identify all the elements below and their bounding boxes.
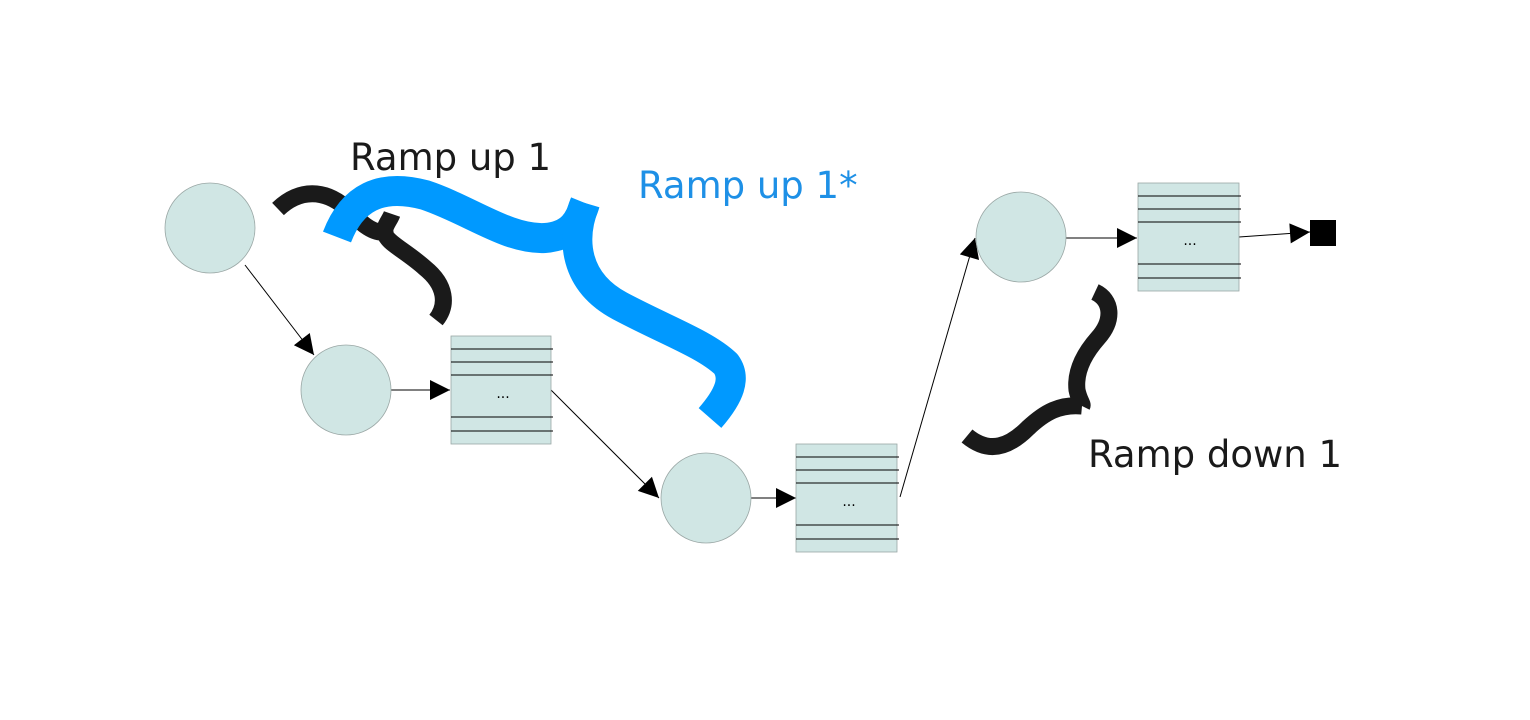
brace-ramp-up-1-star — [323, 176, 746, 428]
edge-buffer2-node4 — [899, 237, 980, 498]
buffer-2: ... — [795, 443, 899, 553]
buffer-3: ... — [1137, 182, 1241, 292]
node-1 — [164, 182, 256, 274]
edge-buffer3-end — [1238, 223, 1311, 244]
brace-ramp-down-1 — [961, 284, 1118, 455]
label-ramp-up-1-star: Ramp up 1* — [638, 164, 858, 207]
edge-node1-node2 — [244, 264, 315, 356]
buffer-3-ellipsis: ... — [1183, 233, 1196, 249]
label-ramp-down-1: Ramp down 1 — [1088, 433, 1342, 476]
node-4 — [975, 191, 1067, 283]
end-terminal — [1310, 220, 1336, 246]
label-ramp-up-1: Ramp up 1 — [350, 136, 551, 179]
node-2 — [300, 344, 392, 436]
buffer-1: ... — [450, 335, 553, 445]
buffer-1-ellipsis: ... — [496, 386, 509, 402]
edge-buffer1-node3 — [550, 389, 660, 499]
buffer-2-ellipsis: ... — [842, 494, 855, 510]
node-3 — [660, 452, 752, 544]
